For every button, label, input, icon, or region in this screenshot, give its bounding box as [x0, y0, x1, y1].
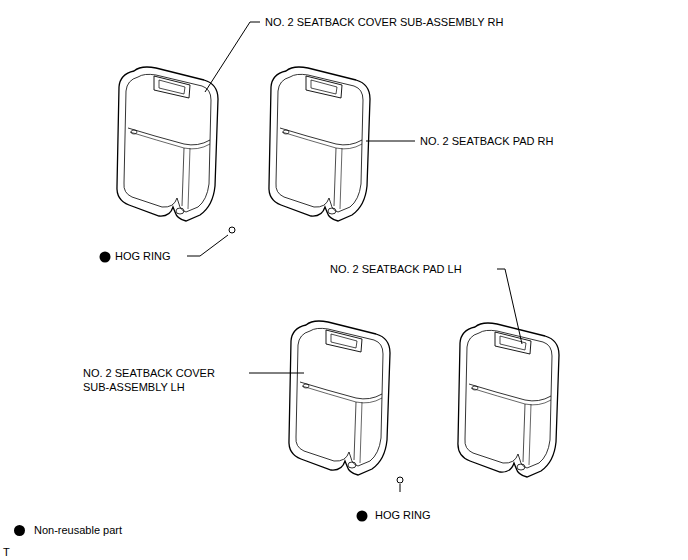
figure-code: T — [3, 545, 10, 559]
label-holder: HOG RING — [375, 508, 431, 522]
part-name: NO. 2 SEATBACK PAD LH — [330, 262, 462, 276]
part-name: HOG RING — [115, 249, 171, 263]
legend-row: Non-reusable part — [14, 523, 214, 537]
part-name: NO. 2 SEATBACK PAD RH — [420, 134, 553, 148]
label-holder: NO. 2 SEATBACK PAD LH — [330, 262, 462, 276]
part-name: NO. 2 SEATBACK COVER SUB-ASSEMBLY RH — [265, 15, 503, 29]
label-holder: HOG RING — [115, 249, 171, 263]
legend-dot — [14, 525, 25, 536]
legend-text: Non-reusable part — [34, 523, 234, 537]
label-holder: NO. 2 SEATBACK COVER SUB-ASSEMBLY RH — [265, 15, 503, 29]
part-name: HOG RING — [375, 508, 431, 522]
part-name: NO. 2 SEATBACK COVER SUB-ASSEMBLY LH — [83, 366, 243, 394]
label-holder: NO. 2 SEATBACK PAD RH — [420, 134, 553, 148]
label-holder: NO. 2 SEATBACK COVER SUB-ASSEMBLY LH — [83, 366, 243, 394]
label-holder: T — [3, 545, 10, 559]
